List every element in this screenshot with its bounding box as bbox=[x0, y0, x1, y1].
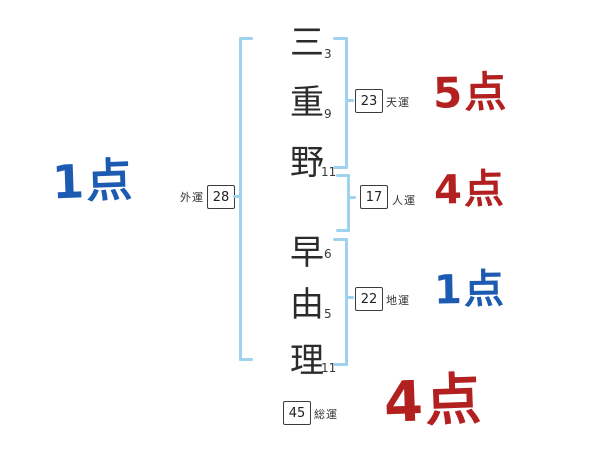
heaven-score: 5点 bbox=[432, 67, 509, 118]
bracket-line bbox=[345, 296, 354, 299]
bracket-line bbox=[239, 358, 253, 361]
name-char: 由 bbox=[290, 285, 324, 325]
outer-luck-value-box: 28 bbox=[207, 185, 235, 209]
person-luck-value-box: 17 bbox=[360, 185, 388, 209]
name-char: 野 bbox=[290, 143, 324, 183]
bracket-line bbox=[345, 238, 348, 366]
name-char: 重 bbox=[290, 83, 324, 123]
person-score: 4点 bbox=[433, 166, 507, 214]
outer-luck-label: 外運 bbox=[180, 191, 204, 204]
bracket-line bbox=[345, 99, 354, 102]
total-luck-value-box: 45 bbox=[283, 401, 311, 425]
heaven-luck-label: 天運 bbox=[386, 96, 410, 109]
bracket-line bbox=[239, 37, 253, 40]
bracket-line bbox=[347, 174, 350, 232]
stroke-count: 6 bbox=[324, 247, 332, 261]
bracket-line bbox=[333, 37, 348, 40]
total-luck-label: 総運 bbox=[314, 408, 338, 421]
name-char: 三 bbox=[290, 23, 324, 63]
earth-score: 1点 bbox=[433, 266, 507, 314]
bracket-line bbox=[239, 37, 242, 361]
bracket-line bbox=[336, 174, 350, 177]
earth-luck-label: 地運 bbox=[386, 294, 410, 307]
bracket-line bbox=[233, 195, 240, 198]
stroke-count: 3 bbox=[324, 47, 332, 61]
bracket-line bbox=[333, 166, 348, 169]
bracket-line bbox=[345, 37, 348, 169]
bracket-line bbox=[336, 229, 350, 232]
person-luck-label: 人運 bbox=[392, 194, 416, 207]
stroke-count: 11 bbox=[321, 165, 337, 179]
stroke-count: 11 bbox=[321, 361, 337, 375]
heaven-luck-value-box: 23 bbox=[355, 89, 383, 113]
total-score: 4点 bbox=[382, 367, 485, 436]
stroke-count: 5 bbox=[324, 307, 332, 321]
outer-score: 1点 bbox=[51, 152, 135, 210]
name-char: 早 bbox=[290, 233, 324, 273]
bracket-line bbox=[333, 363, 348, 366]
bracket-line bbox=[333, 238, 348, 241]
stroke-count: 9 bbox=[324, 107, 332, 121]
earth-luck-value-box: 22 bbox=[355, 287, 383, 311]
name-char: 理 bbox=[290, 341, 324, 381]
bracket-line bbox=[347, 196, 356, 199]
